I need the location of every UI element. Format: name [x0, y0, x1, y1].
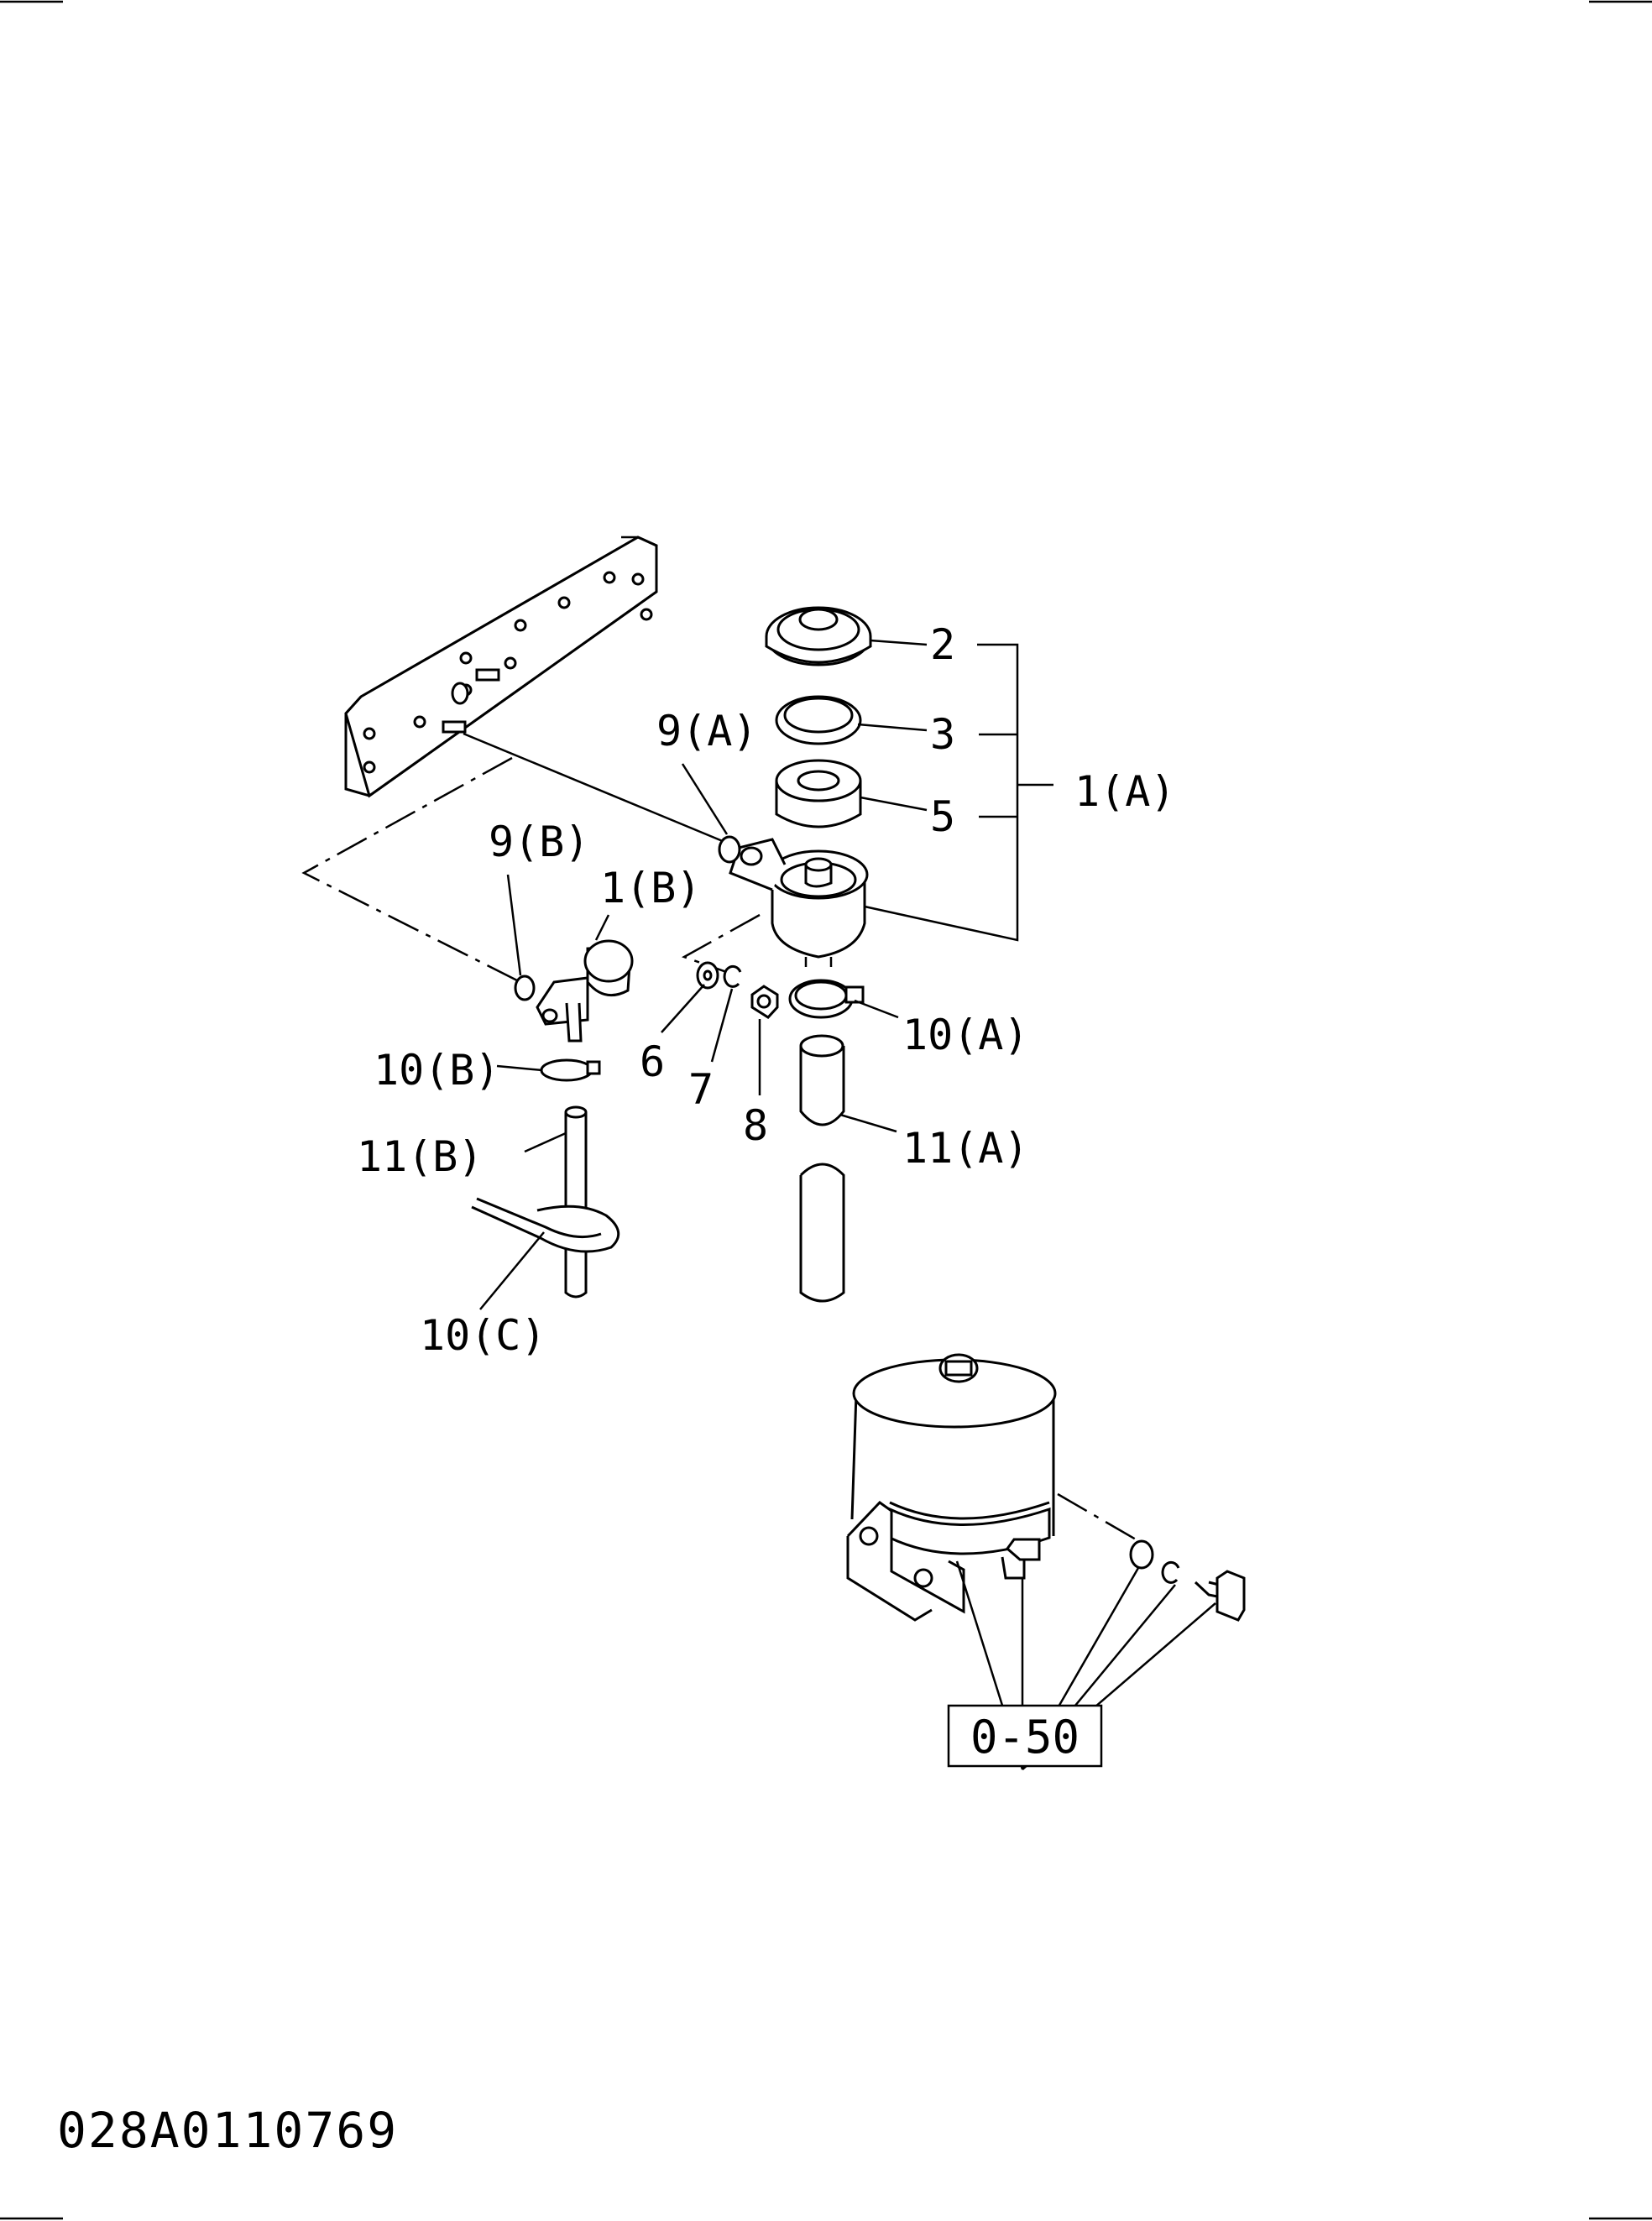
callout-11b: 11(B) [357, 1132, 484, 1181]
callout-2: 2 [930, 620, 955, 669]
hose-part-11b [564, 1105, 588, 1299]
circlip-part-7 [723, 964, 742, 988]
mounting-plate [344, 536, 658, 798]
filter-element-part-5 [775, 759, 862, 828]
fitting-part-1b [536, 939, 634, 1043]
nut-part-8 [750, 985, 779, 1019]
callout-10b: 10(B) [374, 1046, 500, 1095]
clamp-part-10a [788, 979, 865, 1019]
ring-part-3 [775, 695, 862, 745]
hose-part-11a [799, 1034, 845, 1303]
callout-1b: 1(B) [600, 864, 701, 912]
callout-5: 5 [930, 792, 955, 841]
cap-part-2 [765, 606, 872, 666]
filter-assembly [846, 1353, 1246, 1622]
callout-labels: 2 3 5 1(A) 9(A) 9(B) 1(B) 6 7 8 10(A) 10… [357, 620, 1175, 1360]
clamp-part-10b [540, 1058, 601, 1082]
document-code: 028A0110769 [57, 2102, 398, 2159]
washer-part-6-hole [703, 969, 713, 981]
callout-10c: 10(C) [420, 1311, 546, 1360]
callout-8: 8 [743, 1101, 768, 1150]
callout-1a: 1(A) [1074, 767, 1175, 816]
callout-10a: 10(A) [902, 1011, 1029, 1059]
callout-7: 7 [688, 1065, 714, 1114]
oring-part-9b [514, 975, 536, 1001]
reference-box-label: 0-50 [970, 1711, 1080, 1764]
reference-box: 0-50 [947, 1704, 1103, 1768]
callout-9b: 9(B) [489, 818, 589, 866]
callout-3: 3 [930, 710, 955, 759]
callout-11a: 11(A) [902, 1124, 1029, 1173]
housing-part-1a [729, 838, 869, 967]
callout-6: 6 [640, 1037, 665, 1086]
oring-part-9a [718, 835, 741, 864]
callout-9a: 9(A) [656, 707, 757, 755]
cable-tie-part-10c [471, 1197, 620, 1253]
